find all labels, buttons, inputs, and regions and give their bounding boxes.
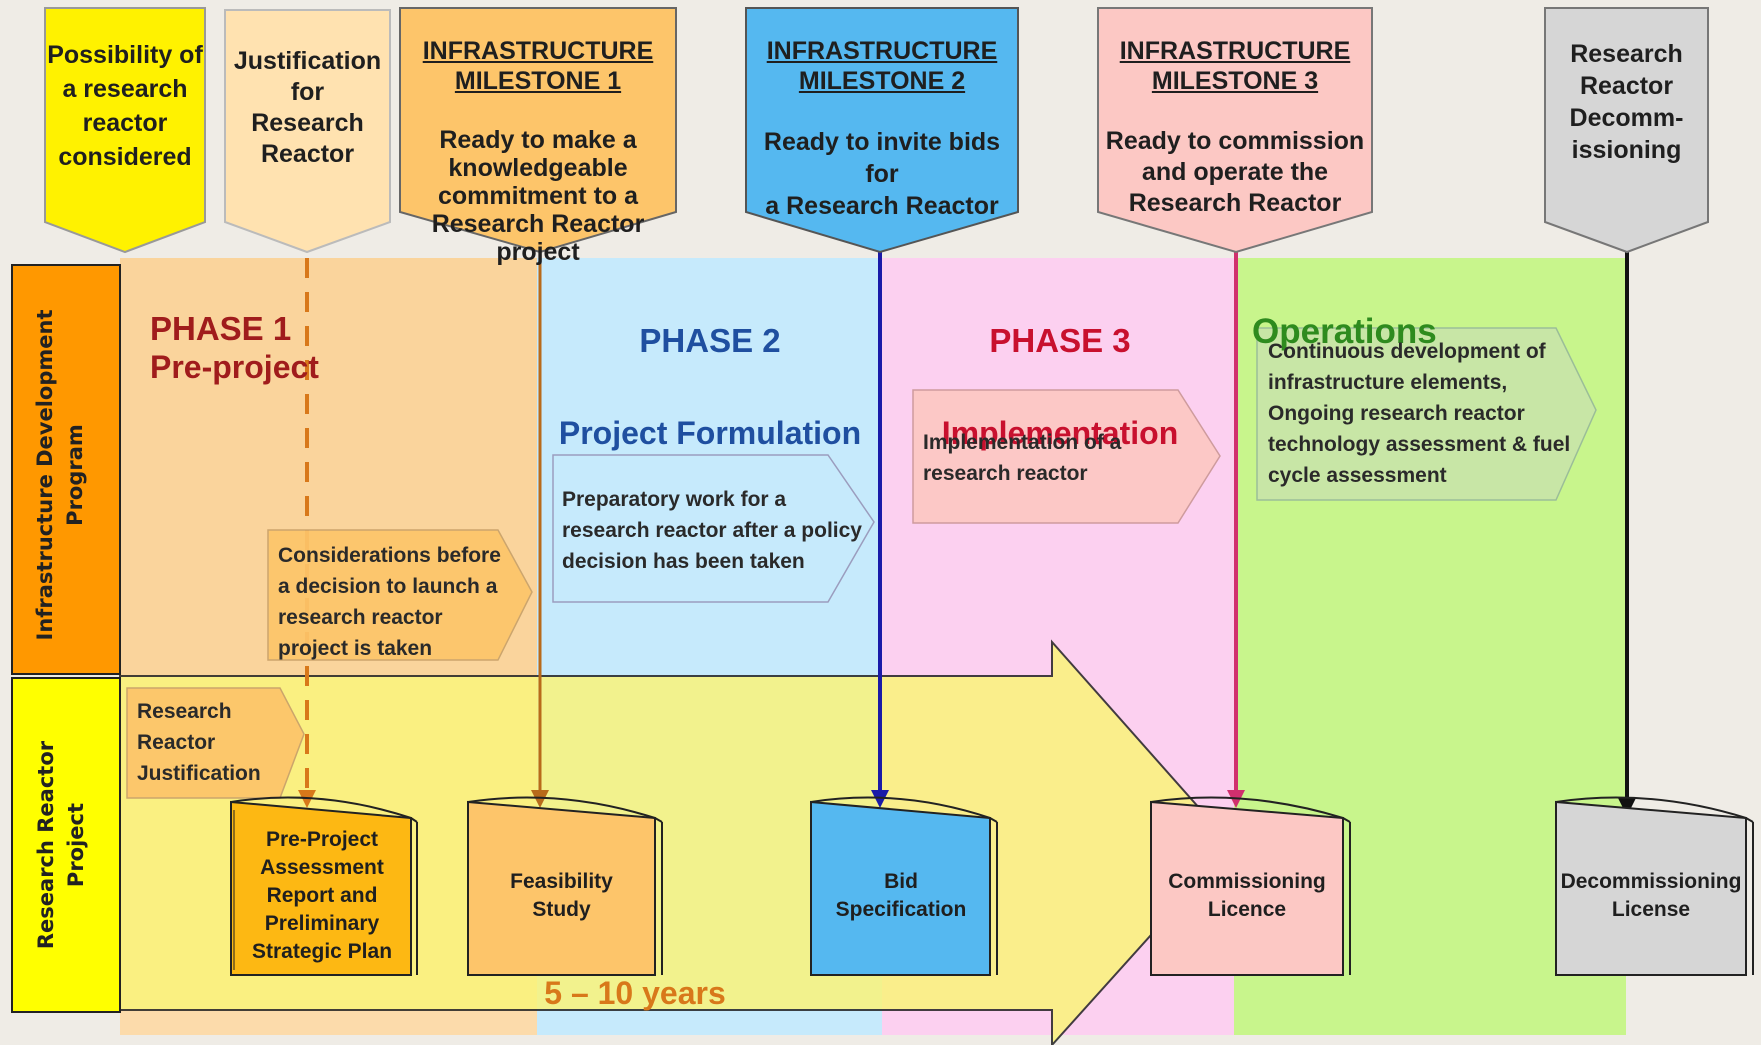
note-implementation: Implementation of a research reactor [923,431,1122,485]
project-row-box [11,677,121,1013]
phase3-title: PHASE 3 Implementation [885,272,1235,502]
note-continuous: Continuous development of infrastructure… [1268,340,1571,487]
flag-shape-3 [745,7,1019,254]
milestone-flag-decommissioning: Research Reactor Decomm- issioning [1569,40,1684,164]
phase1-label: PHASE 1 [150,310,292,347]
phase2-sub: Project Formulation [558,415,862,451]
row-label-infrastructure: Infrastructure Development Program [33,309,87,641]
phase3-label: PHASE 3 [989,322,1131,359]
book-shape-2 [810,796,998,976]
phase3-sub: Implementation [941,415,1179,451]
phase1-title: PHASE 1 Pre-project [150,272,510,386]
flag-shape-1 [224,9,391,254]
book-shape-1 [467,796,663,976]
note-shape-considerations [267,529,533,661]
note-considerations: Considerations before a decision to laun… [278,544,501,660]
note-shape-justification [126,687,305,799]
document-decommissioning-license: Decommissioning License [1560,870,1742,921]
note-shape-implementation [912,389,1221,524]
infrastructure-row-box [11,264,121,675]
phase1-sub: Pre-project [150,349,319,385]
flag-shape-2 [399,7,677,254]
document-commissioning-licence: Commissioning Licence [1168,870,1326,921]
milestone-flag-possibility: Possibility of a research reactor consid… [47,41,203,171]
flag-shape-5 [1544,7,1709,254]
row-label-project: Research Reactor Project [34,740,88,950]
milestone-flag-1: INFRASTRUCTURE MILESTONE 1 Ready to make… [422,37,654,266]
phase2-title: PHASE 2 Project Formulation [540,272,880,502]
phase2-label: PHASE 2 [639,322,781,359]
note-shape-continuous [1256,327,1597,501]
book-shape-4 [1555,796,1754,976]
document-feasibility-study: Feasibility Study [510,870,613,921]
flag-shape-0 [44,7,206,254]
document-bid-specification: Bid Specification [835,870,967,921]
milestone-flag-justification: Justification for Research Reactor [233,47,382,168]
milestone-flag-2: INFRASTRUCTURE MILESTONE 2 Ready to invi… [763,37,1001,220]
note-justification: Research Reactor Justification [137,700,261,785]
flag-shape-4 [1097,7,1373,254]
book-shape-3 [1150,796,1351,976]
duration-label: 5 – 10 years [544,975,726,1011]
document-pre-project-report: Pre-Project Assessment Report and Prelim… [251,828,393,963]
note-shape-preparatory [552,454,875,603]
note-preparatory: Preparatory work for a research reactor … [562,488,862,573]
operations-title: Operations [1252,312,1437,351]
milestone-flag-3: INFRASTRUCTURE MILESTONE 3 Ready to comm… [1105,37,1365,217]
book-shape-0 [230,796,418,976]
